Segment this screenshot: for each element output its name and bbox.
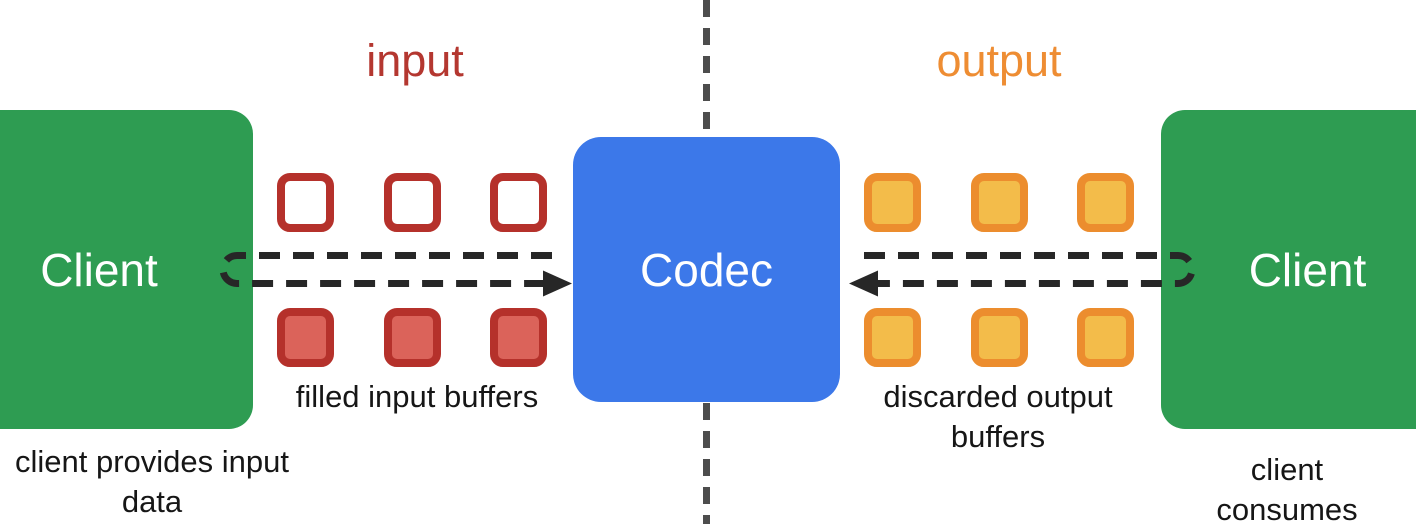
input-stage-label: input bbox=[366, 35, 464, 86]
discarded-output-buffer-square bbox=[864, 308, 921, 367]
output-flow-arrow bbox=[864, 252, 1196, 287]
discarded-output-buffer-square bbox=[970, 308, 1028, 367]
client-left-label: Client bbox=[40, 243, 158, 296]
input-flow-arrowhead-icon bbox=[543, 270, 572, 297]
discarded-output-buffers-row bbox=[864, 308, 1134, 367]
client-right-label: Client bbox=[1248, 243, 1367, 296]
empty-input-buffer-square bbox=[277, 173, 334, 232]
filled-input-buffer-square bbox=[383, 308, 441, 367]
output-buffers-row bbox=[864, 173, 1134, 232]
output-buffer-square bbox=[864, 173, 921, 232]
discarded-output-buffer-square bbox=[1077, 308, 1134, 367]
codec-box: Codec bbox=[573, 137, 840, 402]
output-buffer-square bbox=[970, 173, 1028, 232]
filled-input-buffers-caption: filled input buffers bbox=[295, 379, 539, 414]
client-consumes-output-caption: client consumes output data bbox=[1216, 452, 1358, 528]
codec-label: Codec bbox=[640, 243, 773, 296]
empty-input-buffer-square bbox=[490, 173, 547, 232]
discarded-output-buffers-caption: discarded output buffers bbox=[883, 379, 1113, 455]
client-left-box: Client bbox=[0, 110, 253, 429]
output-flow-arrowhead-icon bbox=[849, 270, 878, 297]
client-provides-input-caption: client provides input data bbox=[15, 444, 289, 520]
input-flow-arrow bbox=[219, 252, 552, 287]
output-stage-label: output bbox=[936, 35, 1062, 86]
empty-input-buffers-row bbox=[277, 173, 547, 232]
output-buffer-square bbox=[1077, 173, 1134, 232]
filled-input-buffer-square bbox=[277, 308, 334, 367]
filled-input-buffers-row bbox=[277, 308, 547, 367]
filled-input-buffer-square bbox=[490, 308, 547, 367]
client-right-box: Client bbox=[1161, 110, 1416, 429]
empty-input-buffer-square bbox=[383, 173, 441, 232]
